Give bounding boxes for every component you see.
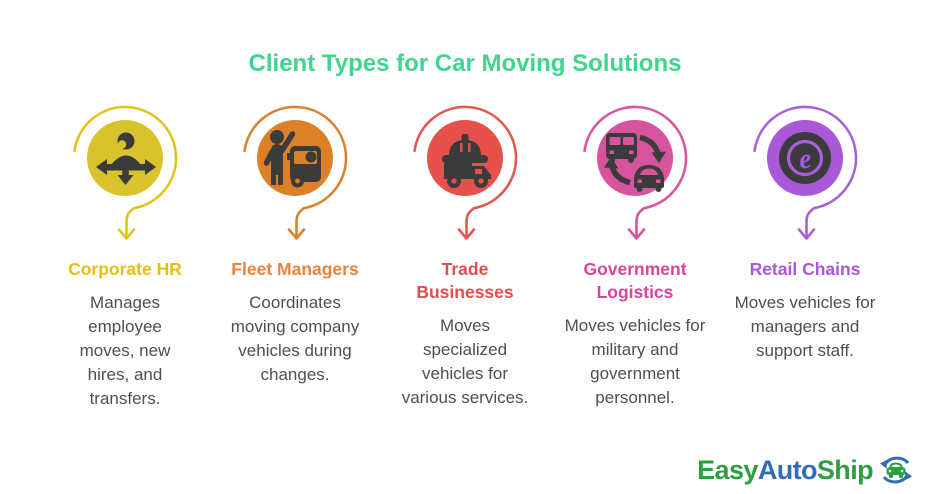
client-type-title: Government Logistics xyxy=(583,259,687,302)
client-type-description: Moves vehicles for military and governme… xyxy=(564,315,706,407)
car-in-circular-arrows-icon xyxy=(880,456,912,484)
arrow-head xyxy=(117,228,136,240)
logo-text-auto: Auto xyxy=(757,454,818,485)
client-type-title: Fleet Managers xyxy=(231,259,359,279)
truck-hard-hat-icon xyxy=(442,134,491,188)
ring-arrow xyxy=(413,105,518,239)
retail-chains-graphic: e xyxy=(753,105,858,240)
person-with-vehicle-icon xyxy=(263,130,321,188)
trade-businesses-graphic xyxy=(413,105,518,240)
corporate-hr-graphic xyxy=(73,105,178,240)
relocating-employee-icon xyxy=(96,132,156,185)
e-commerce-emblem-icon: e xyxy=(779,132,831,184)
logo-text-ship: Ship xyxy=(816,454,874,485)
ring-arrow xyxy=(243,105,348,239)
client-type-title: Trade Businesses xyxy=(416,259,514,302)
brand-logo: Easy Auto Ship xyxy=(697,454,914,486)
arrow-head xyxy=(797,228,816,240)
client-type-description: Moves specialized vehicles for various s… xyxy=(401,315,529,407)
card-corporate-hr: Corporate HR Manages employee moves, new… xyxy=(40,96,210,411)
client-type-title: Retail Chains xyxy=(749,259,861,279)
fleet-managers-graphic xyxy=(243,105,348,240)
logo-text-easy: Easy xyxy=(697,454,758,485)
page-title: Client Types for Car Moving Solutions xyxy=(248,50,682,77)
arrow-head xyxy=(287,228,306,240)
client-type-description: Manages employee moves, new hires, and t… xyxy=(79,292,171,409)
card-fleet-managers: Fleet Managers Coordinates moving compan… xyxy=(210,96,380,411)
government-logistics-graphic xyxy=(583,105,688,240)
emblem-letter: e xyxy=(797,143,814,175)
card-government-logistics: Government Logistics Moves vehicles for … xyxy=(550,96,720,411)
client-type-columns: Corporate HR Manages employee moves, new… xyxy=(0,96,930,411)
ring-arrow xyxy=(583,105,688,239)
card-retail-chains: e Retail Chains Moves vehicles for manag… xyxy=(720,96,890,411)
arrow-head xyxy=(627,228,646,240)
card-trade-businesses: Trade Businesses Moves specialized vehic… xyxy=(380,96,550,411)
client-type-description: Moves vehicles for managers and support … xyxy=(734,292,876,360)
bus-car-exchange-icon xyxy=(604,133,666,192)
arrow-head xyxy=(457,228,476,240)
ring-arrow xyxy=(753,105,858,239)
client-type-title: Corporate HR xyxy=(68,259,182,279)
client-type-description: Coordinates moving company vehicles duri… xyxy=(230,292,360,385)
ring-arrow xyxy=(73,105,178,239)
